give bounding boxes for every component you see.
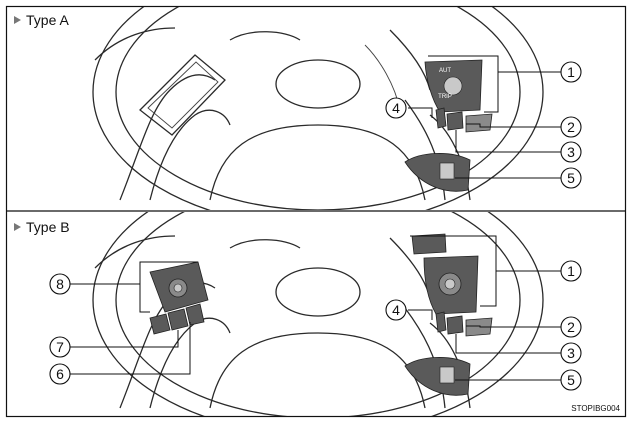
callout-b-3: 3 <box>567 345 575 361</box>
panel-a-title: Type A <box>26 12 69 28</box>
callout-b-6: 6 <box>56 366 64 382</box>
svg-text:TRIP: TRIP <box>438 94 452 100</box>
callout-a-1: 1 <box>567 64 575 80</box>
callout-a-2: 2 <box>567 119 575 135</box>
callout-b-7: 7 <box>56 339 64 355</box>
callout-b-1: 1 <box>567 263 575 279</box>
callout-a-3: 3 <box>567 144 575 160</box>
panel-b-title: Type B <box>26 219 70 235</box>
steering-wheel-a <box>92 7 544 210</box>
panel-type-b: Type B <box>14 212 561 416</box>
triangle-right-icon <box>14 16 21 24</box>
left-switch-panel-b <box>149 261 209 335</box>
callout-labels-a: 1 2 3 4 5 <box>385 61 582 189</box>
callout-b-5: 5 <box>567 372 575 388</box>
callout-labels-b: 1 2 3 4 5 6 7 8 <box>49 260 582 391</box>
callout-a-4: 4 <box>392 100 400 116</box>
callout-a-5: 5 <box>567 170 575 186</box>
callouts-type-a <box>408 55 561 179</box>
callout-b-4: 4 <box>392 302 400 318</box>
callout-b-2: 2 <box>567 319 575 335</box>
figure-code: STOPIBG004 <box>571 404 620 413</box>
callouts-type-b <box>70 235 561 381</box>
svg-text:AUT: AUT <box>439 68 451 74</box>
right-switch-panel-a: AUT TRIP <box>404 59 493 192</box>
panel-type-a: Type A AUT TRIP <box>14 7 561 210</box>
callout-b-8: 8 <box>56 276 64 292</box>
triangle-right-icon <box>14 223 21 231</box>
right-switch-panel-b <box>404 233 493 396</box>
